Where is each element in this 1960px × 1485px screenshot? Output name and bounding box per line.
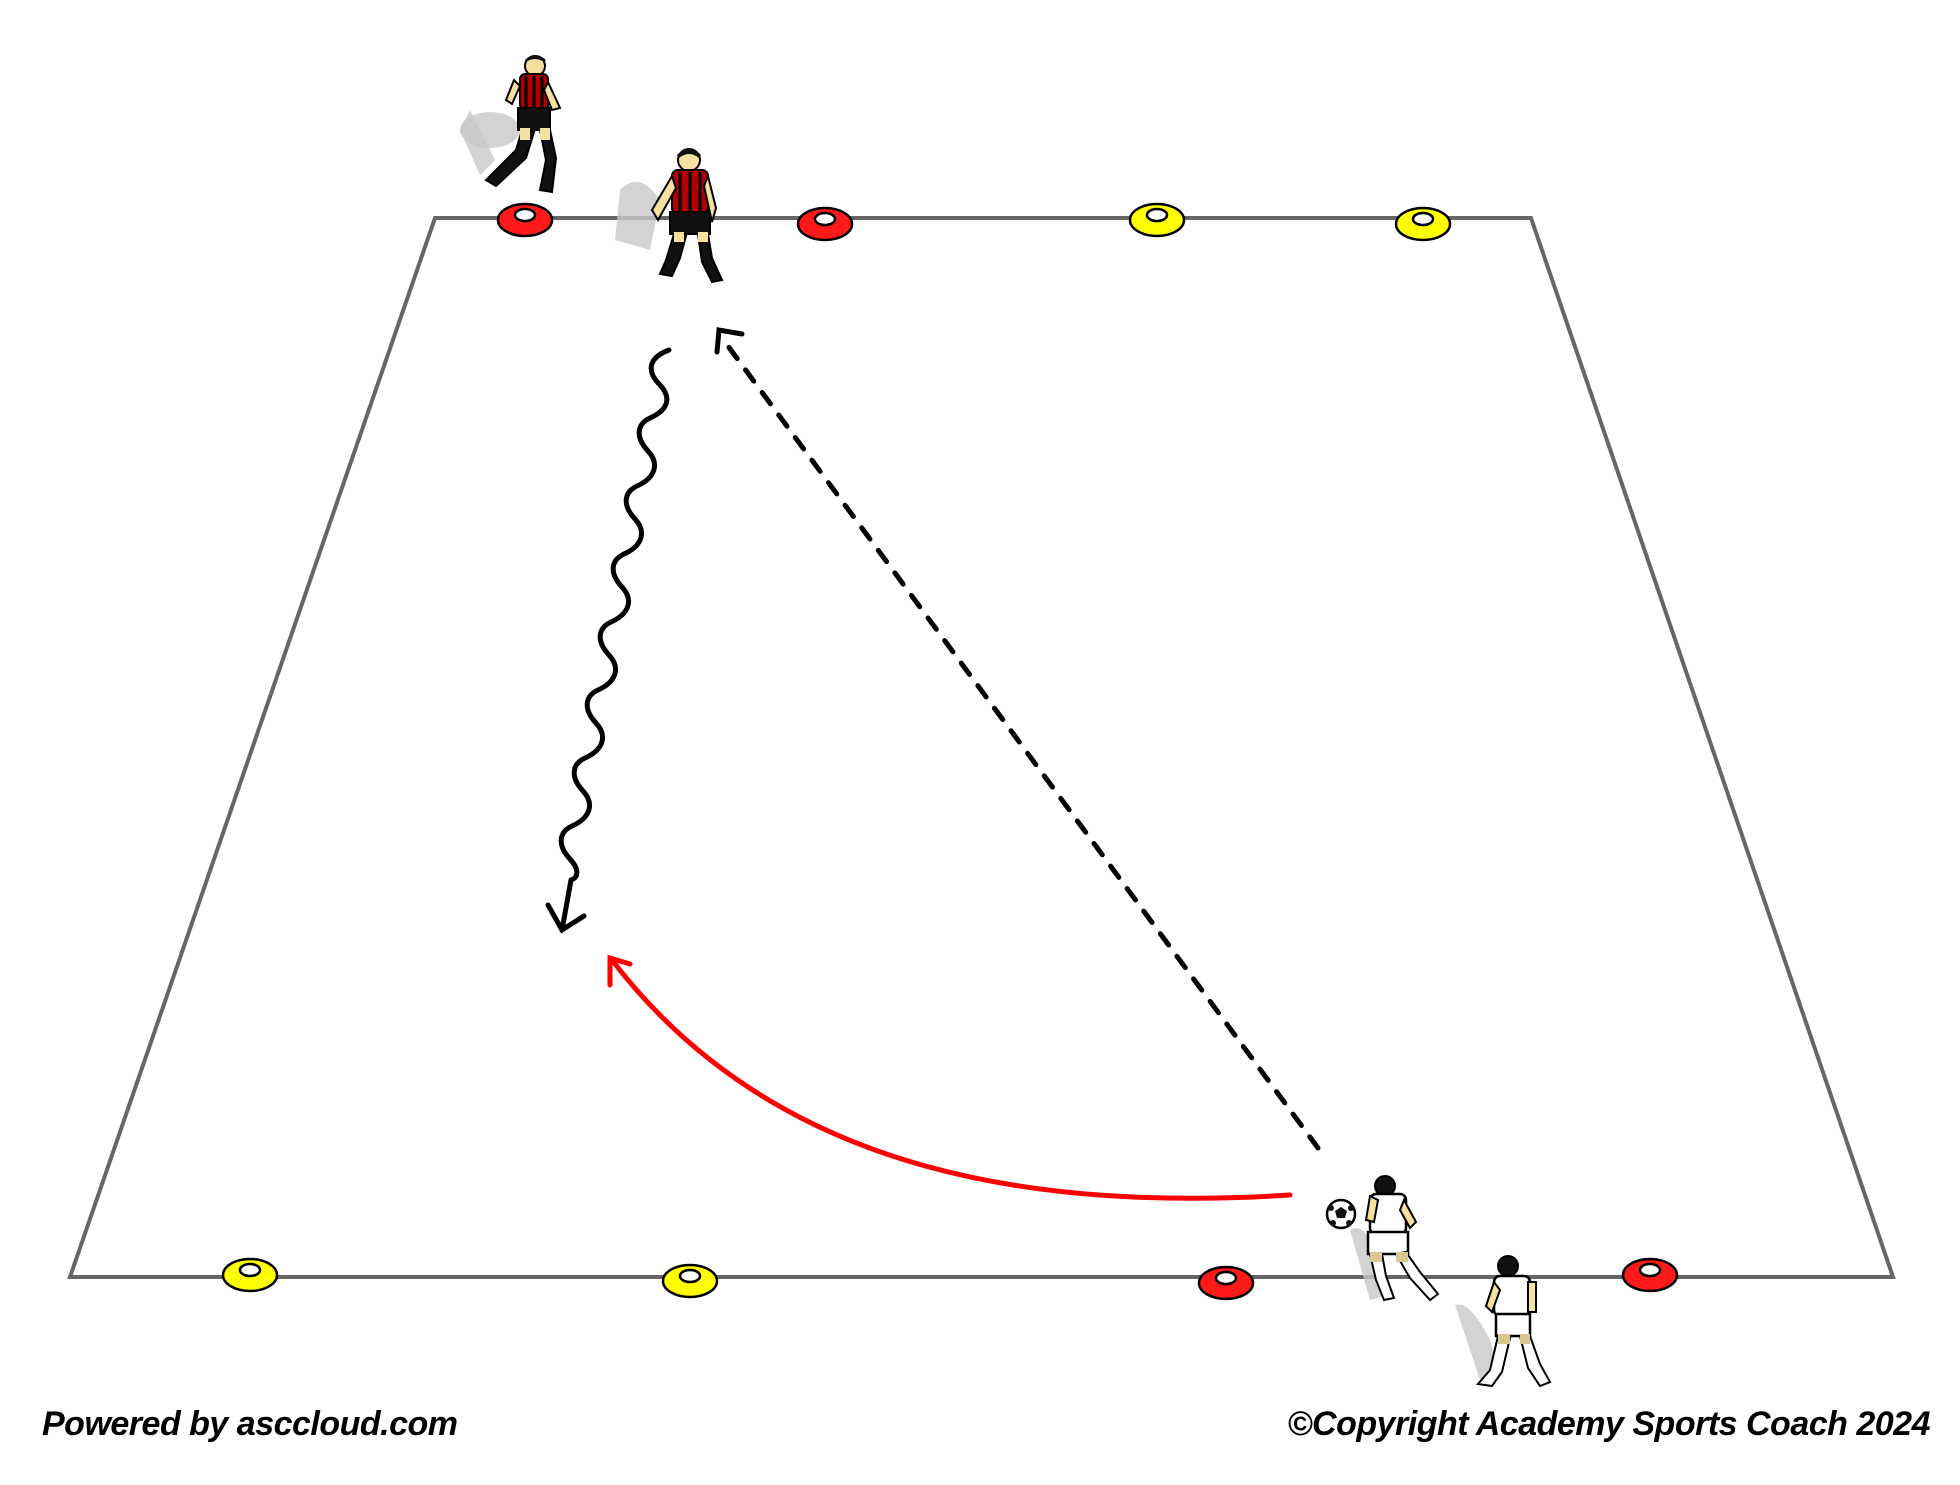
cone-bottom-2	[661, 1263, 719, 1299]
cone-top-1	[496, 202, 554, 238]
powered-by-text: Powered by asccloud.com	[42, 1405, 458, 1443]
dribble-arrow	[545, 347, 672, 934]
cone-bottom-1	[221, 1257, 279, 1293]
pitch-boundary	[67, 216, 1896, 1279]
cone-bottom-3	[1197, 1265, 1255, 1301]
cone-top-4	[1394, 206, 1452, 242]
pass-arrow	[607, 954, 1293, 1201]
player-red-2	[615, 148, 724, 284]
cone-bottom-4	[1621, 1257, 1679, 1293]
player-white-2	[1455, 1255, 1552, 1388]
copyright-text: ©Copyright Academy Sports Coach 2024	[1287, 1405, 1930, 1443]
player-white-1	[1350, 1175, 1440, 1302]
player-red-1	[460, 55, 562, 194]
cone-top-2	[796, 206, 854, 242]
cone-top-3	[1128, 202, 1186, 238]
run-arrow	[714, 327, 1321, 1151]
soccer-ball-icon	[1325, 1198, 1357, 1230]
